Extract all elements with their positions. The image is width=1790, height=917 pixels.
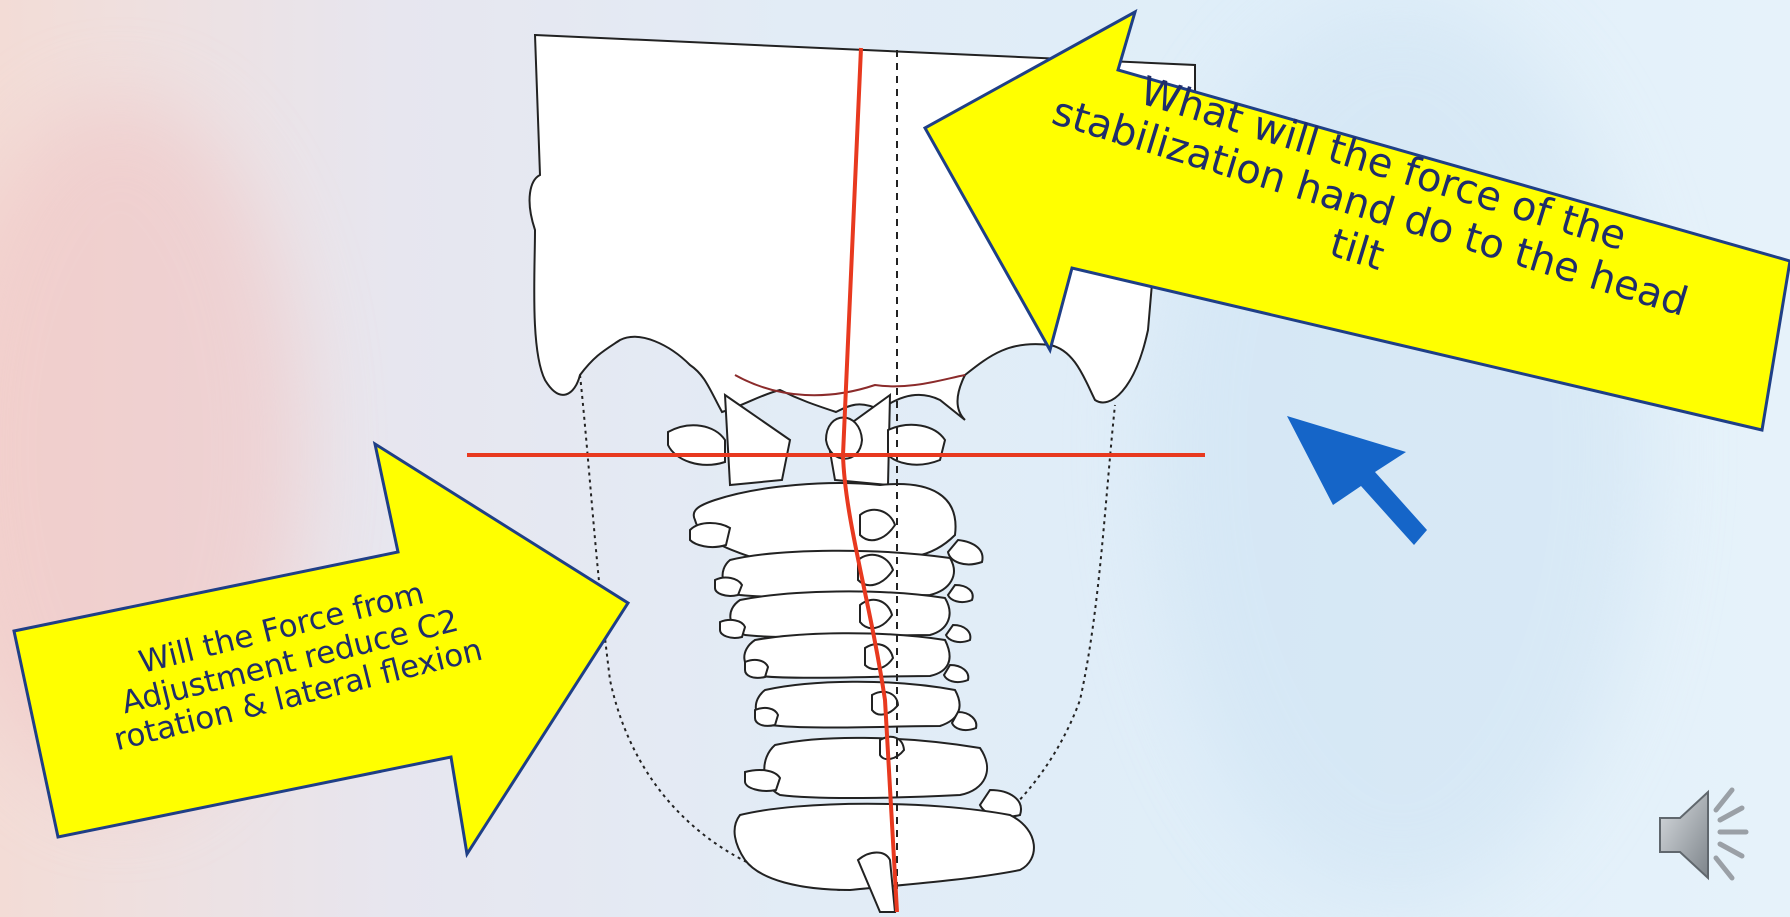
- force-direction-arrow: [1287, 416, 1427, 545]
- atlas-vertebra: [668, 395, 945, 485]
- cervical-vertebrae: [690, 483, 1034, 912]
- speaker-icon[interactable]: [1652, 780, 1762, 890]
